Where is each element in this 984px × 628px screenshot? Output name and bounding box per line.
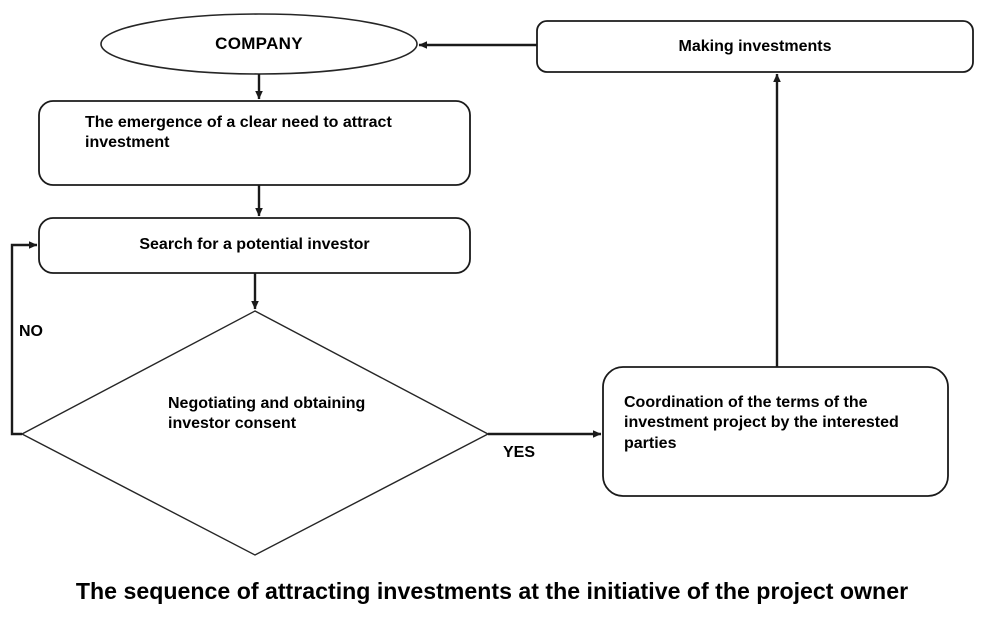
node-making-investments-shape — [536, 20, 974, 73]
edge-decision-no-to-search — [10, 241, 38, 436]
edge-label-yes: YES — [503, 444, 536, 461]
node-need-shape — [38, 100, 471, 186]
node-search-shape — [38, 217, 471, 274]
diagram-caption: The sequence of attracting investments a… — [75, 578, 909, 604]
node-decision-shape — [20, 310, 490, 556]
node-coordination-shape — [602, 366, 949, 497]
edge-label-no: NO — [19, 323, 43, 340]
node-company-shape — [100, 13, 418, 75]
